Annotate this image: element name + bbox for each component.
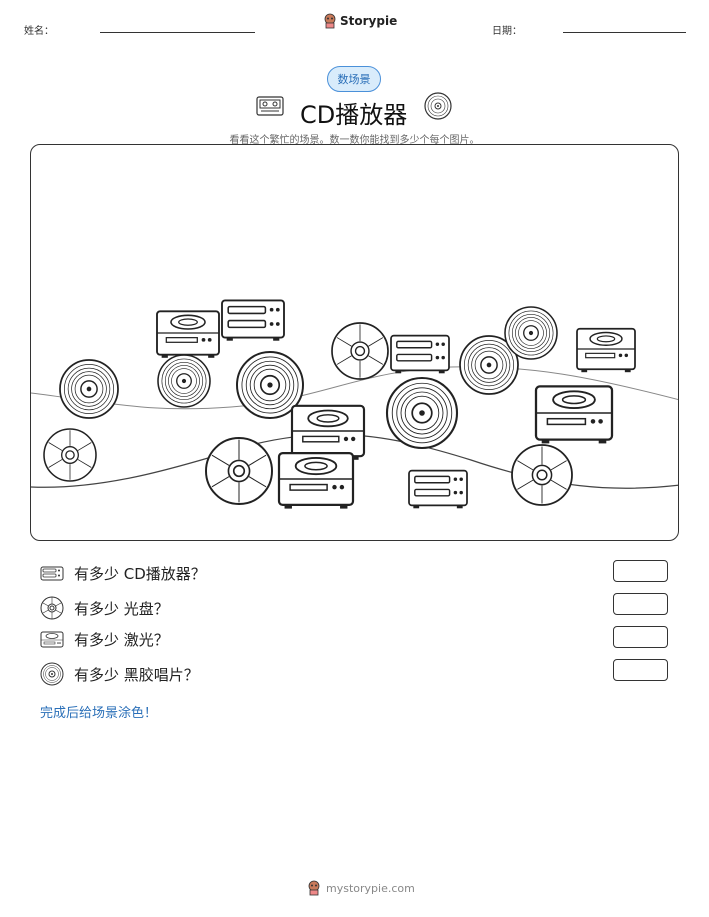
scene-illustration: [31, 145, 678, 541]
cd-disc: [511, 444, 573, 506]
question-cd-players: 有多少 CD播放器？: [40, 563, 206, 584]
answer-box-cd-players[interactable]: [613, 560, 668, 582]
answer-box-laser[interactable]: [613, 626, 668, 648]
laser-player: [157, 311, 219, 358]
cd-disc-icon: [40, 596, 64, 620]
brand-name: Storypie: [340, 14, 398, 28]
brand-logo: Storypie: [323, 13, 397, 29]
laser-player: [292, 406, 364, 460]
question-text: 有多少 CD播放器？: [74, 565, 206, 583]
question-cd-discs: 有多少 光盘？: [40, 596, 169, 620]
cd-player: [409, 471, 467, 509]
answer-box-cd-discs[interactable]: [613, 593, 668, 615]
cd-disc: [43, 428, 97, 482]
laser-player-icon: [40, 631, 64, 647]
laser-player: [279, 453, 353, 509]
cassette-icon: [256, 96, 284, 116]
vinyl-record: [60, 360, 118, 418]
cd-disc: [331, 322, 389, 380]
counting-scene: [30, 144, 679, 541]
question-laser: 有多少 激光？: [40, 629, 169, 650]
instructions: 看看这个繁忙的场景。数一数你能找到多少个每个图片。: [229, 135, 480, 146]
question-text: 有多少 激光？: [74, 631, 169, 649]
laser-player: [577, 329, 635, 373]
cd-player: [222, 300, 284, 340]
vinyl-record-icon: [40, 662, 64, 686]
date-label: 日期：: [492, 26, 522, 37]
footer: mystorypie.com: [307, 880, 415, 896]
vinyl-record: [387, 378, 457, 448]
page-title: CD播放器: [300, 101, 408, 129]
cd-player-icon: [40, 566, 64, 580]
vinyl-record: [158, 355, 210, 407]
mascot-icon: [324, 13, 336, 29]
cd-disc: [205, 437, 273, 505]
cd-player: [391, 336, 449, 374]
vinyl-record: [505, 307, 557, 359]
name-label: 姓名：: [24, 26, 54, 37]
question-text: 有多少 光盘？: [74, 599, 169, 618]
mascot-icon: [308, 880, 320, 896]
vinyl-icon: [424, 92, 452, 120]
footer-url[interactable]: mystorypie.com: [326, 881, 415, 895]
question-text: 有多少 黑胶唱片？: [74, 665, 199, 684]
category-badge: 数场景: [327, 66, 381, 92]
answer-box-vinyl[interactable]: [613, 659, 668, 681]
finish-instruction: 完成后给场景涂色！: [40, 706, 158, 721]
laser-player: [536, 386, 612, 443]
name-field[interactable]: [100, 32, 255, 33]
date-field[interactable]: [563, 32, 686, 33]
question-vinyl: 有多少 黑胶唱片？: [40, 662, 199, 686]
